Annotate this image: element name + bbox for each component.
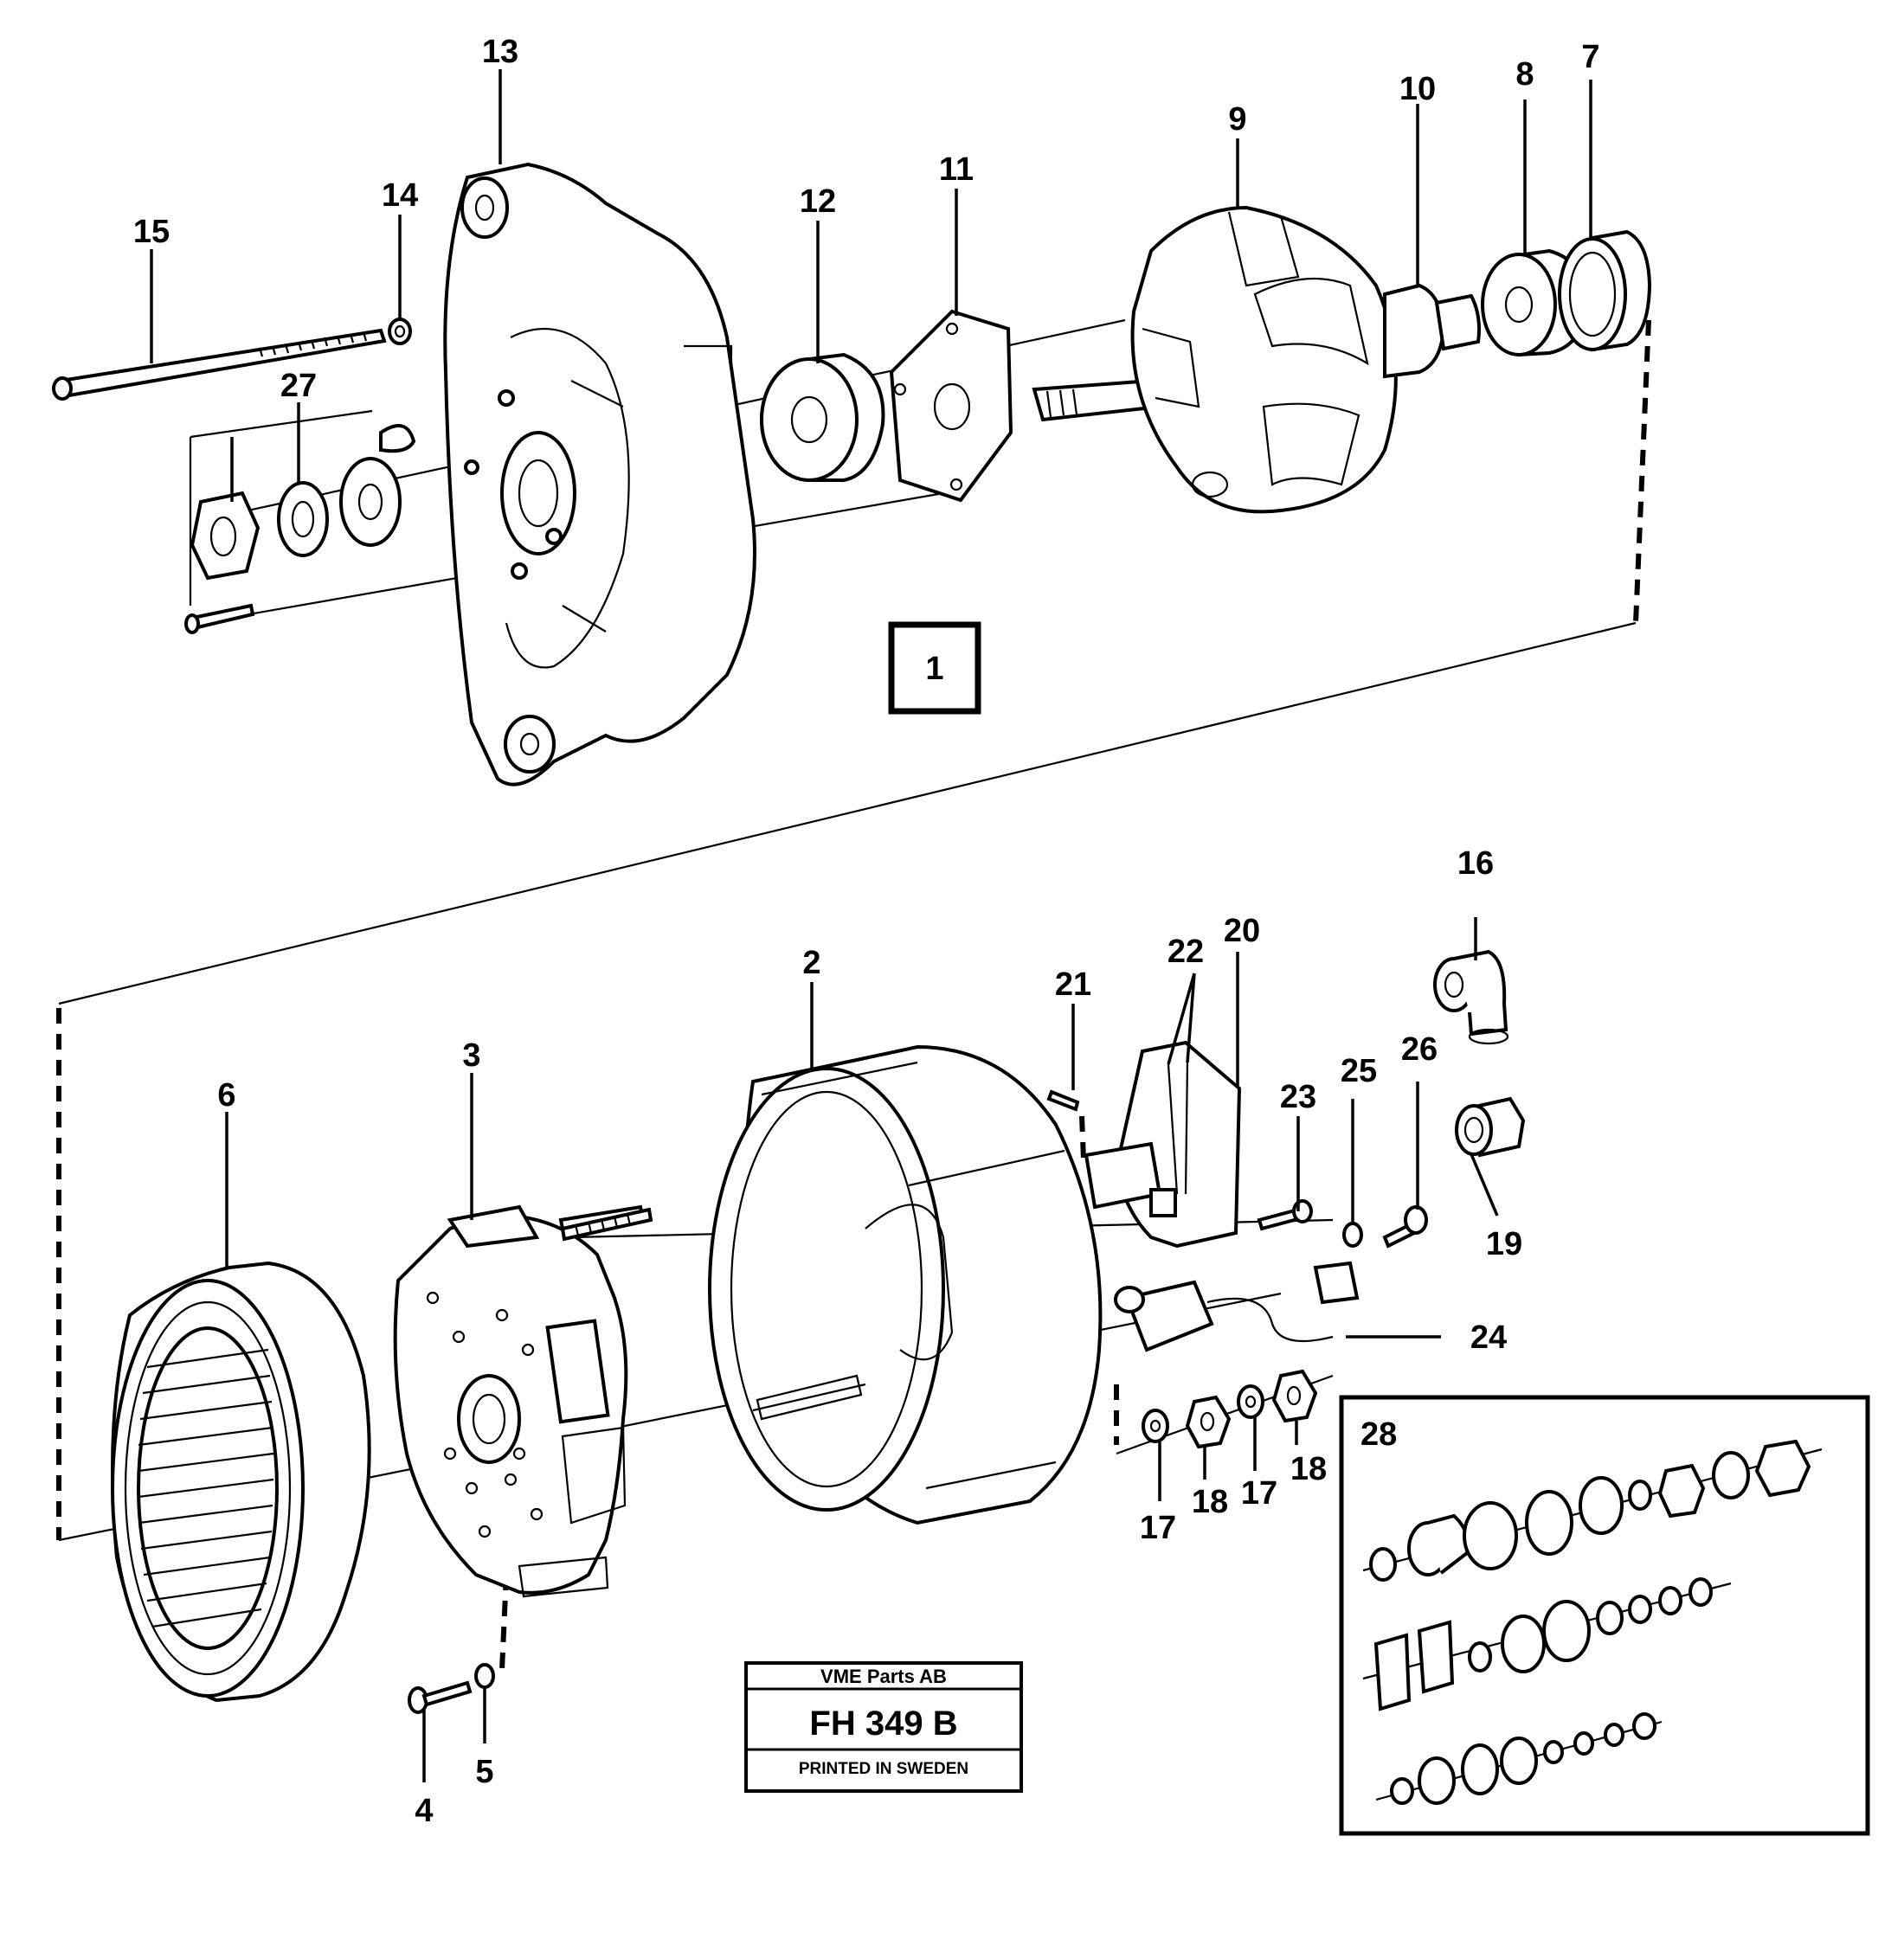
part-27-flat-washer xyxy=(339,457,402,547)
part-19-bushing xyxy=(1455,1096,1526,1158)
part-14-washer xyxy=(388,318,412,345)
stamp-printed: PRINTED IN SWEDEN xyxy=(799,1760,968,1778)
part-27-woodruff-key xyxy=(379,424,416,453)
part-26-screw xyxy=(1382,1205,1428,1249)
leader-22 xyxy=(1167,973,1196,1065)
part-27-nut xyxy=(190,491,261,581)
label-16: 16 xyxy=(1457,845,1494,882)
part-10-slip-ring xyxy=(1383,283,1481,379)
part-16-elbow xyxy=(1433,949,1509,1045)
label-24: 24 xyxy=(1470,1319,1507,1356)
part-2-housing xyxy=(708,1044,1103,1525)
kit-row3-parts xyxy=(1390,1712,1656,1805)
part-4-screw xyxy=(408,1680,473,1714)
parts-stamp: VME Parts AB FH 349 B PRINTED IN SWEDEN xyxy=(744,1661,1023,1793)
label-23: 23 xyxy=(1280,1079,1316,1115)
label-19: 19 xyxy=(1486,1226,1522,1262)
part-24-suppressor xyxy=(1114,1261,1360,1352)
part-20-regulator xyxy=(1084,1040,1242,1249)
label-4: 4 xyxy=(415,1793,433,1829)
label-21: 21 xyxy=(1055,966,1091,1003)
label-10: 10 xyxy=(1399,71,1436,107)
part-27-lock-washer xyxy=(277,481,329,557)
dashed-link-screws xyxy=(499,1574,509,1671)
label-3: 3 xyxy=(462,1037,480,1074)
part-7-bearing-cover xyxy=(1558,229,1652,352)
label-15: 15 xyxy=(133,214,170,250)
part-11-retainer-plate xyxy=(889,309,1013,503)
label-12: 12 xyxy=(800,183,836,220)
part-18-nut-a xyxy=(1185,1395,1232,1449)
label-14: 14 xyxy=(382,177,418,214)
part-27-screw xyxy=(184,603,255,634)
part-5-washer xyxy=(474,1663,495,1689)
part-25-washer xyxy=(1342,1222,1363,1248)
label-18-right: 18 xyxy=(1290,1451,1327,1487)
part-15-long-bolt xyxy=(52,328,387,401)
part-13-end-housing xyxy=(443,162,756,787)
dashed-link-regulator xyxy=(1079,1115,1086,1160)
part-17-washer-b xyxy=(1237,1384,1264,1419)
label-18-left: 18 xyxy=(1192,1484,1228,1520)
label-13: 13 xyxy=(482,34,518,70)
label-20: 20 xyxy=(1224,913,1260,949)
label-8: 8 xyxy=(1515,56,1534,93)
label-17-left: 17 xyxy=(1140,1510,1176,1546)
part-17-washer-a xyxy=(1142,1409,1169,1443)
part-6-stator xyxy=(111,1261,371,1703)
part-3-rectifier xyxy=(393,1204,645,1598)
label-27: 27 xyxy=(280,368,317,404)
label-25: 25 xyxy=(1341,1053,1377,1089)
label-2: 2 xyxy=(802,945,820,981)
label-7: 7 xyxy=(1581,39,1599,75)
part-21-screw xyxy=(1046,1089,1080,1112)
dashed-boundary-right xyxy=(1633,319,1651,624)
part-27-bracket xyxy=(189,409,373,606)
part-23-screw xyxy=(1257,1199,1313,1231)
label-26: 26 xyxy=(1401,1031,1438,1068)
stamp-company: VME Parts AB xyxy=(820,1666,947,1687)
assembly-number-box xyxy=(888,621,981,715)
leader-19 xyxy=(1470,1153,1499,1217)
label-1: 1 xyxy=(925,651,943,687)
kit-row2-parts xyxy=(1373,1577,1713,1711)
kit-row1-parts xyxy=(1369,1439,1811,1582)
part-9-rotor xyxy=(1032,205,1398,514)
rectifier-bolt xyxy=(560,1207,653,1242)
label-9: 9 xyxy=(1228,101,1246,138)
label-17-right: 17 xyxy=(1241,1475,1277,1512)
part-12-bearing xyxy=(760,352,885,482)
part-18-nut-b xyxy=(1271,1369,1318,1423)
label-11: 11 xyxy=(939,151,974,188)
assembly-link-line xyxy=(58,621,1637,1005)
stamp-code: FH 349 B xyxy=(809,1705,957,1743)
label-28: 28 xyxy=(1360,1416,1397,1453)
label-5: 5 xyxy=(475,1754,493,1790)
label-6: 6 xyxy=(217,1077,235,1114)
label-22: 22 xyxy=(1167,934,1204,970)
